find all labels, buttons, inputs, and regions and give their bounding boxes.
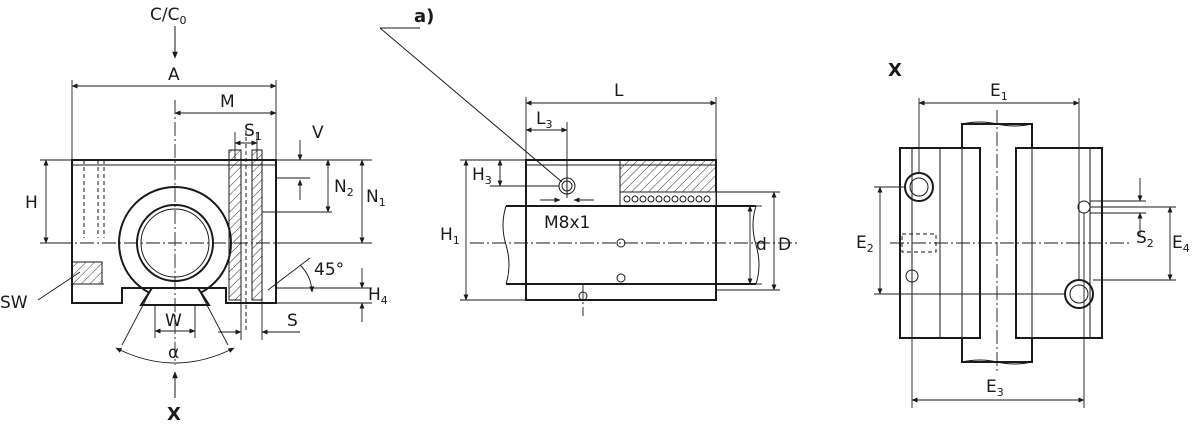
dim-M: M	[220, 92, 235, 112]
dim-N1: N1	[366, 187, 386, 209]
view-x-title: X	[888, 60, 902, 81]
dim-L: L	[614, 81, 624, 101]
dim-SW: SW	[0, 293, 28, 313]
dim-E2: E2	[856, 233, 874, 255]
dim-S: S	[287, 311, 298, 331]
angle-45: 45°	[314, 260, 344, 280]
dim-L3: L3	[536, 109, 552, 131]
dim-W: W	[165, 311, 182, 331]
dim-alpha: α	[168, 343, 179, 363]
view-x-marker: X	[167, 404, 181, 425]
dim-N2: N2	[334, 177, 354, 199]
dim-H4: H4	[368, 285, 388, 307]
dim-E4: E4	[1172, 233, 1190, 255]
dim-d: d	[756, 235, 767, 255]
thread-label: M8x1	[544, 213, 590, 233]
housing-outline	[71, 159, 277, 304]
dim-E3: E3	[986, 377, 1004, 399]
dim-S1: S1	[244, 121, 262, 143]
dim-H: H	[25, 193, 38, 213]
load-label: C/C0	[150, 5, 186, 27]
mount-hole-right	[1064, 279, 1094, 309]
dim-V: V	[312, 123, 324, 143]
dim-E1: E1	[990, 81, 1008, 103]
note-a: a)	[414, 6, 434, 27]
dim-H1: H1	[440, 225, 460, 247]
ball-row	[623, 195, 711, 203]
dim-S2: S2	[1136, 228, 1154, 250]
dim-A: A	[168, 65, 180, 85]
bottom-view: X E1 E2 S2 E4 E3	[856, 60, 1190, 408]
side-view: a) L L3 H3 M8x1 H1 d D	[379, 6, 800, 316]
mount-hole-left	[904, 172, 934, 202]
front-view: C/C0 A M S1 V H N2 N1 45° H4 SW W S α X	[0, 5, 388, 425]
side-shaft	[506, 205, 756, 285]
dim-H3: H3	[472, 165, 492, 187]
dim-D: D	[778, 235, 791, 255]
